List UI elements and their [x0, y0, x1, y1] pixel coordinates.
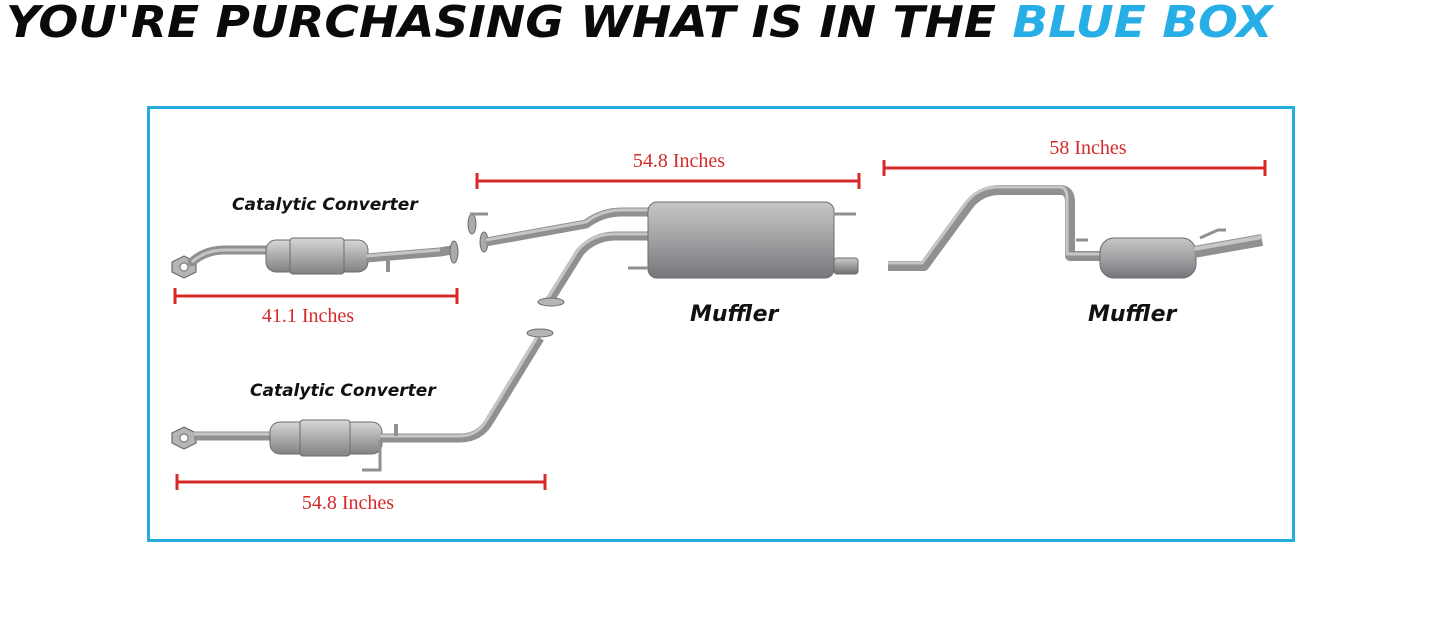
upper-cat-label: Catalytic Converter: [232, 195, 419, 215]
headline-prefix: YOU'RE PURCHASING WHAT IS IN THE: [6, 0, 1013, 48]
mid-muffler-length: 54.8 Inches: [633, 150, 725, 172]
purchase-blue-box: [147, 106, 1295, 542]
lower-catalytic-converter-part: [171, 328, 554, 472]
measure-line-mid-muffler: [475, 173, 861, 189]
measure-line-rear-muffler: [882, 160, 1267, 176]
lower-cat-length: 54.8 Inches: [302, 492, 394, 514]
lower-cat-label: Catalytic Converter: [250, 381, 437, 401]
mid-muffler-label: Muffler: [690, 302, 780, 327]
headline-accent: BLUE BOX: [1012, 0, 1273, 48]
rear-muffler-length: 58 Inches: [1049, 137, 1126, 159]
page-headline: YOU'RE PURCHASING WHAT IS IN THE BLUE BO…: [6, 1, 1442, 44]
rear-muffler-part: [888, 185, 1264, 279]
upper-catalytic-converter-part: [171, 237, 459, 279]
middle-muffler-part: [467, 201, 859, 307]
measure-line-upper-cat: [173, 288, 459, 304]
measure-line-lower-cat: [175, 474, 547, 490]
rear-muffler-label: Muffler: [1088, 302, 1178, 327]
upper-cat-length: 41.1 Inches: [262, 305, 354, 327]
